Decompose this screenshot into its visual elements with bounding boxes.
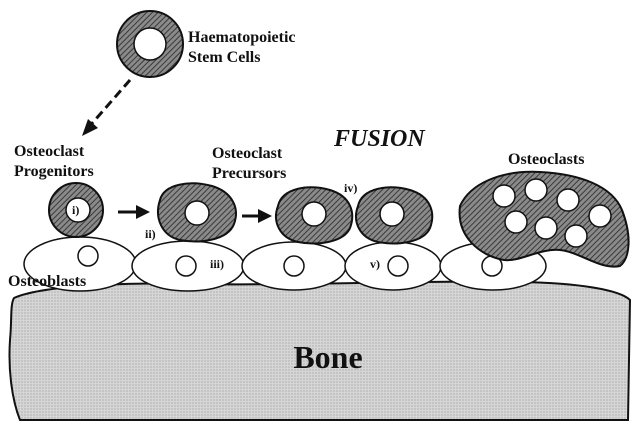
osteoclast-nucleus	[493, 185, 515, 207]
osteoclast-nucleus	[535, 217, 557, 239]
precursors-label-line2: Precursors	[212, 165, 286, 182]
stem-label-line1: Haematopoietic	[188, 29, 296, 46]
precursors-label-line1: Osteoclast	[212, 145, 283, 162]
osteoclast-nucleus	[557, 189, 579, 211]
osteoblast-2-nucleus	[176, 256, 196, 276]
arrow-progenitor-to-precursor	[118, 205, 150, 219]
osteoblast-1-nucleus	[78, 246, 98, 266]
bone-label: Bone	[293, 339, 362, 375]
progenitors-label-line2: Progenitors	[14, 163, 94, 180]
osteoclasts-label: Osteoclasts	[508, 151, 584, 168]
fusing-cell-left-nucleus	[302, 202, 326, 226]
stage-v-label: v)	[370, 257, 380, 271]
osteoblasts-label: Osteoblasts	[8, 273, 86, 290]
stage-i-label: i)	[72, 203, 79, 217]
stem-cell-nucleus	[134, 28, 166, 60]
osteoclast-nucleus	[505, 211, 527, 233]
stem-label-line2: Stem Cells	[188, 49, 260, 66]
stage-iv-label: iv)	[344, 181, 357, 195]
precursor-cell-1-nucleus	[185, 201, 209, 225]
differentiation-arrow-dashed	[82, 80, 130, 136]
osteoblast-4-nucleus	[388, 256, 408, 276]
fusion-label: FUSION	[333, 126, 426, 152]
osteoclast-nucleus	[565, 225, 587, 247]
arrow-precursor-to-fusion	[242, 209, 272, 223]
osteoclast-nucleus	[589, 205, 611, 227]
osteoblast-3-nucleus	[284, 256, 304, 276]
fusing-cell-right-nucleus	[380, 202, 404, 226]
stage-ii-label: ii)	[145, 227, 156, 241]
osteoclast-nucleus	[525, 179, 547, 201]
progenitors-label-line1: Osteoclast	[14, 143, 85, 160]
stage-iii-label: iii)	[210, 257, 224, 271]
